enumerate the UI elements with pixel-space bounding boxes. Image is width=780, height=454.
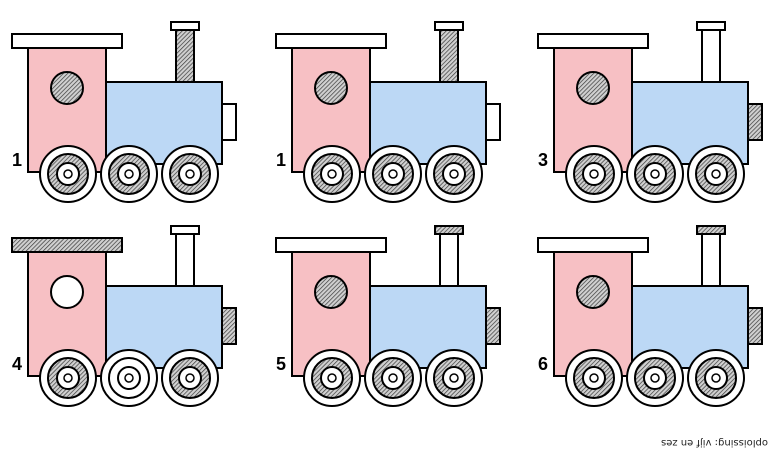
cab-window bbox=[576, 275, 610, 309]
train-5[interactable]: 5 bbox=[272, 222, 502, 412]
buffer bbox=[221, 307, 237, 345]
train-number: 4 bbox=[12, 354, 22, 374]
train-2[interactable]: 1 bbox=[272, 18, 502, 208]
wheel bbox=[100, 145, 158, 203]
wheel bbox=[303, 349, 361, 407]
chimney bbox=[175, 231, 195, 287]
train-number: 1 bbox=[276, 150, 286, 170]
wheel-axle bbox=[185, 373, 195, 383]
roof bbox=[537, 237, 649, 253]
train-drawing: 4 bbox=[11, 225, 237, 407]
wheel-axle bbox=[63, 373, 73, 383]
wheel bbox=[565, 145, 623, 203]
footer-credit: oploissing: vijf en zes bbox=[660, 437, 768, 448]
wheel bbox=[364, 145, 422, 203]
cab-window bbox=[50, 71, 84, 105]
chimney-cap bbox=[170, 21, 200, 31]
wheel bbox=[626, 145, 684, 203]
wheel-axle bbox=[63, 169, 73, 179]
wheel-axle bbox=[449, 169, 459, 179]
chimney bbox=[439, 231, 459, 287]
buffer bbox=[747, 307, 763, 345]
train-drawing: 6 bbox=[537, 225, 763, 407]
train-drawing: 5 bbox=[275, 225, 501, 407]
train-drawing: 3 bbox=[537, 21, 763, 203]
train-drawing: 1 bbox=[11, 21, 237, 203]
wheel bbox=[626, 349, 684, 407]
wheel bbox=[303, 145, 361, 203]
wheel-axle bbox=[327, 169, 337, 179]
chimney-cap bbox=[170, 225, 200, 235]
wheel bbox=[364, 349, 422, 407]
wheel-axle bbox=[449, 373, 459, 383]
train-6[interactable]: 6 bbox=[534, 222, 764, 412]
wheel-axle bbox=[589, 373, 599, 383]
train-4[interactable]: 4 bbox=[8, 222, 238, 412]
wheel-axle bbox=[711, 169, 721, 179]
wheel-axle bbox=[650, 169, 660, 179]
buffer bbox=[485, 307, 501, 345]
train-drawing: 1 bbox=[275, 21, 501, 203]
wheel-axle bbox=[327, 373, 337, 383]
wheel-axle bbox=[124, 373, 134, 383]
roof bbox=[11, 33, 123, 49]
cab-window bbox=[314, 71, 348, 105]
cab-window bbox=[50, 275, 84, 309]
train-number: 6 bbox=[538, 354, 548, 374]
wheel bbox=[161, 145, 219, 203]
chimney-cap bbox=[434, 21, 464, 31]
wheel bbox=[687, 145, 745, 203]
wheel-axle bbox=[388, 373, 398, 383]
wheel bbox=[161, 349, 219, 407]
chimney bbox=[701, 231, 721, 287]
roof bbox=[275, 237, 387, 253]
chimney bbox=[701, 27, 721, 83]
buffer bbox=[221, 103, 237, 141]
wheel-axle bbox=[124, 169, 134, 179]
wheel-axle bbox=[388, 169, 398, 179]
buffer bbox=[747, 103, 763, 141]
train-1[interactable]: 1 bbox=[8, 18, 238, 208]
chimney bbox=[439, 27, 459, 83]
wheel bbox=[425, 145, 483, 203]
chimney-cap bbox=[434, 225, 464, 235]
train-3[interactable]: 3 bbox=[534, 18, 764, 208]
wheel bbox=[687, 349, 745, 407]
chimney-cap bbox=[696, 21, 726, 31]
wheel-axle bbox=[650, 373, 660, 383]
roof bbox=[275, 33, 387, 49]
buffer bbox=[485, 103, 501, 141]
wheel bbox=[100, 349, 158, 407]
wheel bbox=[565, 349, 623, 407]
train-number: 1 bbox=[12, 150, 22, 170]
chimney bbox=[175, 27, 195, 83]
wheel bbox=[39, 145, 97, 203]
wheel-axle bbox=[185, 169, 195, 179]
cab-window bbox=[314, 275, 348, 309]
train-number: 5 bbox=[276, 354, 286, 374]
roof bbox=[537, 33, 649, 49]
wheel-axle bbox=[711, 373, 721, 383]
wheel bbox=[425, 349, 483, 407]
roof bbox=[11, 237, 123, 253]
wheel bbox=[39, 349, 97, 407]
cab-window bbox=[576, 71, 610, 105]
train-number: 3 bbox=[538, 150, 548, 170]
chimney-cap bbox=[696, 225, 726, 235]
wheel-axle bbox=[589, 169, 599, 179]
